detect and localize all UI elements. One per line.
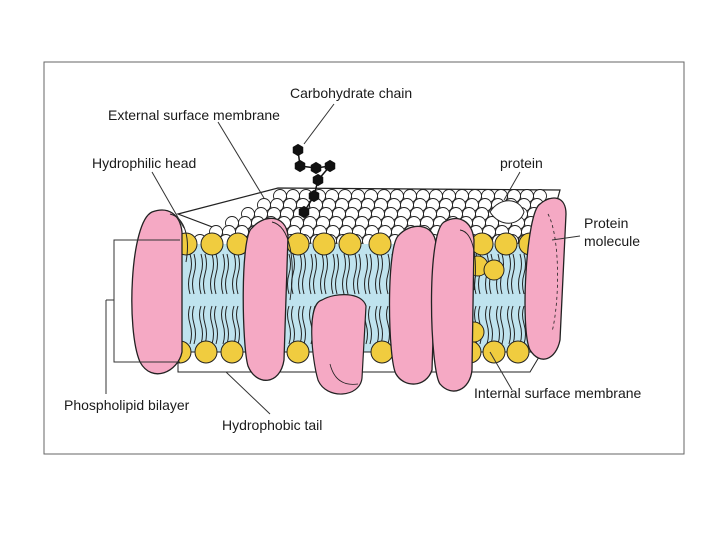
hydrophilic-head (312, 232, 336, 256)
tail-upper (324, 253, 328, 295)
hydrophilic-head (370, 340, 394, 364)
tail-upper (511, 253, 515, 295)
labels: Carbohydrate chain External surface memb… (64, 85, 642, 433)
tail-upper (379, 253, 383, 295)
sugar-unit (308, 189, 320, 203)
tail-lower (236, 305, 240, 345)
label-protein-molecule-line1: Protein (584, 215, 628, 231)
hydrophilic-head (220, 340, 244, 364)
label-phospholipid-bilayer: Phospholipid bilayer (64, 397, 190, 413)
carbohydrate-chain (292, 143, 336, 219)
tail-lower (214, 305, 218, 345)
tail-upper (199, 253, 203, 295)
tail-lower (221, 305, 225, 345)
tail-upper (236, 253, 240, 295)
hydrophilic-head (200, 232, 224, 256)
label-protein: protein (500, 155, 543, 171)
label-external-surface-membrane: External surface membrane (108, 107, 280, 123)
tail-lower (375, 305, 379, 345)
protein-molecule-right (524, 197, 567, 360)
tail-upper (309, 253, 313, 295)
tail-lower (511, 305, 515, 345)
tail-upper (320, 253, 324, 295)
tail-lower (225, 305, 229, 345)
label-hydrophilic-head: Hydrophilic head (92, 155, 196, 171)
sugar-unit (312, 173, 324, 187)
tail-upper (507, 253, 511, 295)
sugar-unit (298, 205, 310, 219)
protein-small-channel (311, 294, 367, 395)
tail-lower (522, 305, 526, 345)
protein-left (131, 209, 188, 375)
tail-lower (518, 305, 522, 345)
hydrophilic-head (286, 232, 310, 256)
tail-upper (364, 253, 368, 295)
tail-lower (485, 305, 489, 345)
tail-lower (291, 305, 295, 345)
protein-center-left (242, 217, 293, 381)
tail-lower (386, 305, 390, 345)
sugar-unit (310, 161, 322, 175)
tail-upper (342, 253, 346, 295)
tail-lower (232, 305, 236, 345)
tail-lower (210, 305, 214, 345)
tail-upper (313, 253, 317, 295)
tail-upper (335, 253, 339, 295)
tail-upper (192, 253, 196, 295)
tail-upper (298, 253, 302, 295)
tail-upper (221, 253, 225, 295)
hydrophilic-head (506, 340, 530, 364)
tail-upper (346, 253, 350, 295)
tail-upper (331, 253, 335, 295)
tail-upper (375, 253, 379, 295)
hydrophilic-head (286, 340, 310, 364)
tail-lower (379, 305, 383, 345)
tail-upper (225, 253, 229, 295)
tail-upper (287, 253, 291, 295)
tail-upper (214, 253, 218, 295)
tail-lower (188, 305, 192, 345)
sugar-unit (324, 159, 336, 173)
label-hydrophobic-tail: Hydrophobic tail (222, 417, 322, 433)
protein-center (388, 225, 437, 385)
sugar-unit (294, 159, 306, 173)
tail-upper (302, 253, 306, 295)
tail-lower (298, 305, 302, 345)
tail-lower (500, 305, 504, 345)
tail-lower (489, 305, 493, 345)
tail-upper (368, 253, 372, 295)
tail-lower (199, 305, 203, 345)
tail-upper (203, 253, 207, 295)
tail-lower (287, 305, 291, 345)
protein-right-large (430, 217, 476, 392)
surface-protein (489, 200, 525, 224)
tail-upper (518, 253, 522, 295)
tail-upper (522, 253, 526, 295)
tail-lower (302, 305, 306, 345)
leader-lines (105, 103, 581, 415)
hydrophilic-head (194, 340, 218, 364)
tail-upper (353, 253, 357, 295)
tail-lower (192, 305, 196, 345)
tail-lower (507, 305, 511, 345)
hydrophilic-head (494, 232, 518, 256)
hydrophilic-head (483, 259, 505, 281)
hydrophilic-head (368, 232, 392, 256)
tail-upper (232, 253, 236, 295)
tail-upper (188, 253, 192, 295)
label-carbohydrate-chain: Carbohydrate chain (290, 85, 412, 101)
sugar-unit (292, 143, 304, 157)
hydrophilic-head (482, 340, 506, 364)
tail-lower (203, 305, 207, 345)
label-internal-surface-membrane: Internal surface membrane (474, 385, 642, 401)
tail-upper (357, 253, 361, 295)
hydrophilic-head (338, 232, 362, 256)
tail-upper (210, 253, 214, 295)
tail-lower (368, 305, 372, 345)
tail-lower (496, 305, 500, 345)
label-protein-molecule-line2: molecule (584, 233, 640, 249)
tail-upper (386, 253, 390, 295)
